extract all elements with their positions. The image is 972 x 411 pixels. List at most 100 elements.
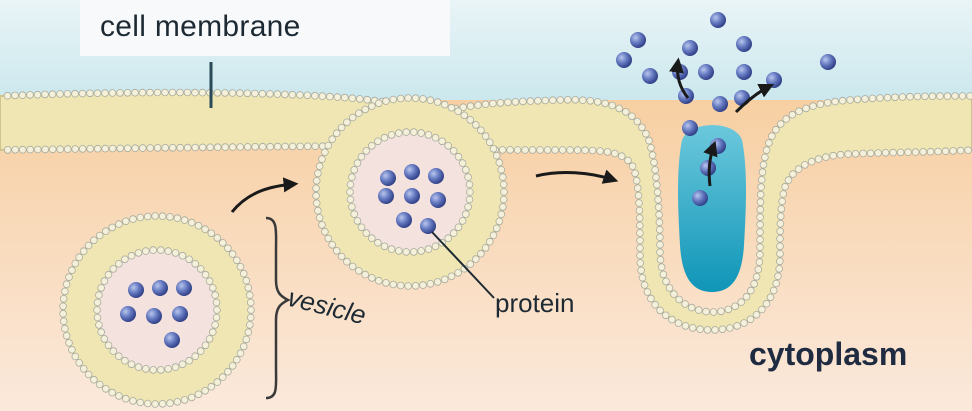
phospholipid-head	[496, 218, 503, 225]
phospholipid-head	[312, 92, 319, 99]
phospholipid-head	[229, 251, 236, 258]
phospholipid-head	[192, 260, 199, 267]
phospholipid-head	[860, 150, 867, 157]
phospholipid-head	[214, 144, 221, 151]
phospholipid-head	[184, 89, 191, 96]
phospholipid-head	[589, 147, 596, 154]
phospholipid-head	[439, 138, 446, 145]
phospholipid-head	[128, 361, 135, 368]
phospholipid-head	[741, 320, 748, 327]
phospholipid-head	[718, 308, 725, 315]
phospholipid-head	[333, 247, 340, 254]
phospholipid-head	[225, 368, 232, 375]
phospholipid-head	[237, 144, 244, 151]
phospholipid-head	[214, 379, 221, 386]
phospholipid-head	[267, 143, 274, 150]
phospholipid-head	[213, 314, 220, 321]
phospholipid-head	[658, 264, 665, 271]
phospholipid-head	[395, 130, 402, 137]
phospholipid-head	[544, 147, 551, 154]
phospholipid-head	[142, 248, 149, 255]
phospholipid-head	[472, 122, 479, 129]
phospholipid-head	[282, 91, 289, 98]
phospholipid-head	[381, 243, 388, 250]
phospholipid-head	[69, 346, 76, 353]
phospholipid-head	[757, 244, 764, 251]
phospholipid-head	[225, 245, 232, 252]
phospholipid-head	[482, 133, 489, 140]
phospholipid-head	[803, 105, 810, 112]
phospholipid-head	[929, 93, 936, 100]
phospholipid-head	[358, 224, 365, 231]
phospholipid-head	[490, 145, 497, 152]
phospholipid-head	[757, 199, 764, 206]
phospholipid-head	[637, 237, 644, 244]
phospholipid-head	[192, 144, 199, 151]
phospholipid-head	[122, 218, 129, 225]
phospholipid-head	[777, 228, 784, 235]
phospholipid-head	[101, 336, 108, 343]
phospholipid-head	[245, 284, 252, 291]
phospholipid-head	[434, 279, 441, 286]
phospholipid-head	[246, 322, 253, 329]
phospholipid-head	[609, 102, 616, 109]
phospholipid-head	[87, 145, 94, 152]
phospholipid-head	[542, 97, 549, 104]
phospholipid-head	[162, 89, 169, 96]
phospholipid-head	[135, 364, 142, 371]
phospholipid-head	[369, 275, 376, 282]
phospholipid-head	[666, 285, 673, 292]
phospholipid-head	[142, 366, 149, 373]
phospholipid-head	[395, 248, 402, 255]
phospholipid-head	[179, 252, 186, 259]
phospholipid-head	[448, 104, 455, 111]
phospholipid-head	[455, 153, 462, 160]
protein-sphere-icon	[176, 280, 192, 296]
phospholipid-head	[823, 154, 830, 161]
phospholipid-head	[890, 149, 897, 156]
phospholipid-head	[362, 271, 369, 278]
phospholipid-head	[19, 146, 26, 153]
protein-sphere-icon	[172, 306, 188, 322]
protein-sphere-icon	[430, 192, 446, 208]
phospholipid-head	[783, 116, 790, 123]
phospholipid-head	[753, 273, 760, 280]
phospholipid-head	[514, 147, 521, 154]
phospholipid-head	[727, 325, 734, 332]
phospholipid-head	[312, 143, 319, 150]
phospholipid-head	[649, 152, 656, 159]
phospholipid-head	[102, 145, 109, 152]
phospholipid-head	[475, 102, 482, 109]
phospholipid-head	[172, 364, 179, 371]
phospholipid-head	[467, 103, 474, 110]
phospholipid-head	[937, 93, 944, 100]
phospholipid-head	[757, 214, 764, 221]
phospholipid-head	[297, 92, 304, 99]
phospholipid-head	[688, 304, 695, 311]
phospholipid-head	[552, 147, 559, 154]
phospholipid-head	[796, 108, 803, 115]
phospholipid-head	[132, 89, 139, 96]
protein-sphere-icon	[616, 52, 632, 68]
phospholipid-head	[202, 271, 209, 278]
phospholipid-head	[654, 189, 661, 196]
phospholipid-head	[914, 93, 921, 100]
phospholipid-head	[363, 148, 370, 155]
phospholipid-head	[418, 130, 425, 137]
phospholipid-head	[549, 97, 556, 104]
phospholipid-head	[375, 239, 382, 246]
phospholipid-head	[757, 221, 764, 228]
phospholipid-head	[445, 142, 452, 149]
phospholipid-head	[355, 110, 362, 117]
phospholipid-head	[195, 222, 202, 229]
phospholipid-head	[520, 98, 527, 105]
phospholipid-head	[206, 278, 213, 285]
phospholipid-head	[139, 89, 146, 96]
phospholipid-head	[214, 307, 221, 314]
phospholipid-head	[130, 398, 137, 405]
protein-sphere-icon	[672, 64, 688, 80]
phospholipid-head	[115, 353, 122, 360]
phospholipid-head	[188, 219, 195, 226]
phospholipid-head	[663, 278, 670, 285]
phospholipid-head	[466, 196, 473, 203]
